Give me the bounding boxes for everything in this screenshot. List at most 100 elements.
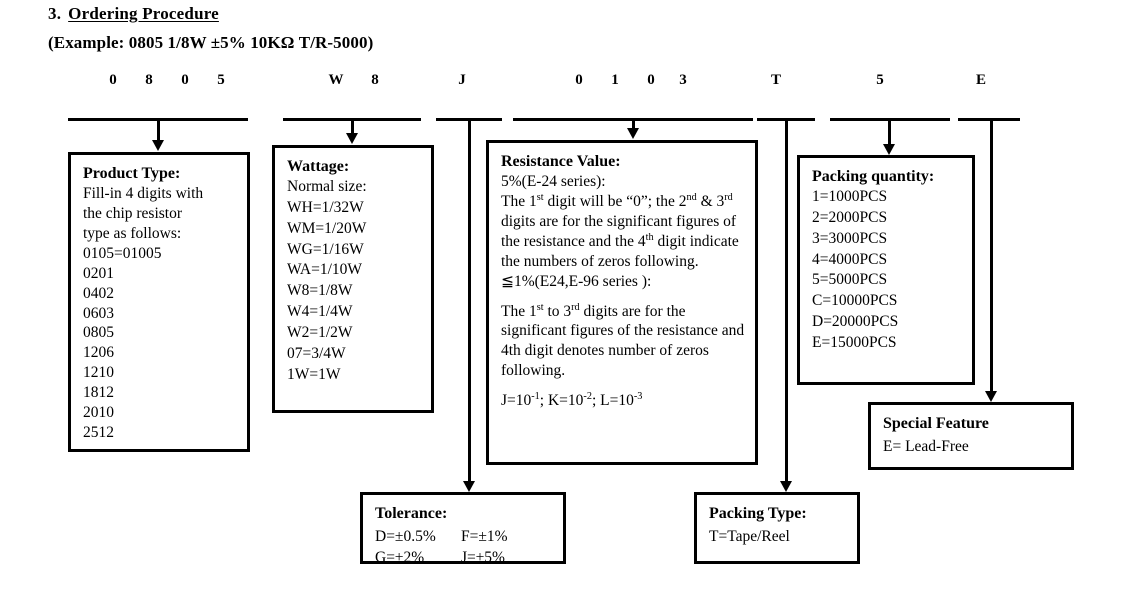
arrow-product-type — [152, 140, 164, 151]
box-resistance-multipliers: J=10-1; K=10-2; L=10-3 — [501, 391, 745, 411]
para-5pct-part4: digits are for the significant figures o… — [501, 212, 737, 250]
box-wattage: Wattage: Normal size: WH=1/32W WM=1/20W … — [272, 145, 434, 413]
box-wattage-line: WM=1/20W — [287, 219, 367, 237]
multiplier-k-sup: -2 — [583, 391, 592, 403]
para-5pct-sup3: rd — [724, 191, 733, 203]
box-resistance-series-5pct: 5%(E-24 series): — [501, 173, 606, 191]
box-product-type-line: 0105=01005 — [83, 244, 162, 262]
para-1pct-part2: to 3 — [543, 302, 572, 320]
box-packing-quantity-line: 2=2000PCS — [812, 208, 888, 226]
box-product-type-line: 2010 — [83, 404, 114, 422]
box-tolerance: Tolerance: D=±0.5%F=±1% G=±2%J=±5% — [360, 492, 566, 566]
box-product-type-line: 2512 — [83, 423, 114, 441]
code-char-2: 8 — [145, 72, 153, 88]
multiplier-j-sup: -1 — [531, 391, 540, 403]
code-char-5: W — [328, 72, 344, 88]
code-char-8: 0 — [575, 72, 583, 88]
code-char-7: J — [458, 72, 466, 88]
page-title: 3. Ordering Procedure — [48, 4, 219, 24]
box-product-type-line: 1812 — [83, 384, 114, 402]
box-tolerance-title: Tolerance: — [375, 505, 448, 522]
multiplier-l: ; L=10 — [591, 392, 634, 410]
box-tolerance-row: G=±2%J=±5% — [375, 547, 553, 568]
multiplier-k: ; K=10 — [539, 392, 584, 410]
code-char-9: 1 — [611, 72, 619, 88]
arrow-packing-type — [780, 481, 792, 492]
box-wattage-line: W2=1/2W — [287, 324, 353, 342]
code-char-1: 0 — [109, 72, 117, 88]
box-resistance-para-5pct: The 1st digit will be “0”; the 2nd & 3rd… — [501, 192, 745, 272]
para-1pct-part3: digits are for the significant figures o… — [501, 302, 745, 380]
example-part-number: (Example: 0805 1/8W ±5% 10KΩ T/R-5000) — [48, 33, 374, 52]
box-packing-quantity: Packing quantity: 1=1000PCS 2=2000PCS 3=… — [797, 155, 975, 385]
box-product-type-line: the chip resistor — [83, 205, 183, 223]
code-char-3: 0 — [181, 72, 189, 88]
box-wattage-line: W4=1/4W — [287, 303, 353, 321]
multiplier-j: J=10 — [501, 392, 532, 410]
para-1pct-sup1: st — [536, 301, 544, 313]
arrow-packing-qty — [883, 144, 895, 155]
box-product-type-line: type as follows: — [83, 224, 182, 242]
box-packing-quantity-line: 3=3000PCS — [812, 229, 888, 247]
box-wattage-title: Wattage: — [287, 158, 350, 175]
spacer — [501, 381, 745, 391]
box-product-type-line: Fill-in 4 digits with — [83, 185, 204, 203]
code-char-12: T — [770, 72, 781, 88]
section-number: 3. — [48, 4, 62, 23]
para-5pct-part3: & 3 — [696, 193, 725, 211]
box-product-type-line: 0201 — [83, 264, 114, 282]
arrow-special-feature — [985, 391, 997, 402]
tolerance-d: D=±0.5% — [375, 528, 436, 546]
box-packing-type-line: T=Tape/Reel — [709, 528, 790, 546]
connector-packing-type — [785, 118, 788, 482]
box-wattage-line: WH=1/32W — [287, 198, 364, 216]
box-wattage-line: WG=1/16W — [287, 240, 364, 258]
box-wattage-line: WA=1/10W — [287, 261, 363, 279]
box-packing-quantity-title: Packing quantity: — [812, 168, 935, 185]
box-product-type: Product Type: Fill-in 4 digits with the … — [68, 152, 250, 452]
box-product-type-title: Product Type: — [83, 165, 181, 182]
connector-packing-qty — [888, 118, 891, 146]
box-packing-quantity-line: 4=4000PCS — [812, 250, 888, 268]
box-packing-quantity-line: 1=1000PCS — [812, 188, 888, 206]
box-wattage-line: 1W=1W — [287, 365, 341, 383]
box-special-feature-line: E= Lead-Free — [883, 438, 969, 456]
para-5pct-part2: digit will be “0”; the 2 — [543, 193, 687, 211]
box-wattage-line: Normal size: — [287, 178, 367, 196]
tolerance-j: J=±5% — [461, 549, 505, 567]
box-product-type-line: 0603 — [83, 304, 114, 322]
box-special-feature: Special Feature E= Lead-Free — [868, 402, 1074, 470]
leader-rule-special-feature — [958, 118, 1020, 121]
box-packing-quantity-line: 5=5000PCS — [812, 271, 888, 289]
box-product-type-line: 1206 — [83, 344, 114, 362]
box-resistance-para-1pct: The 1st to 3rd digits are for the signif… — [501, 302, 745, 382]
connector-special-feature — [990, 118, 993, 392]
code-char-6: 8 — [371, 72, 379, 88]
multiplier-l-sup: -3 — [633, 391, 643, 403]
box-packing-quantity-line: C=10000PCS — [812, 292, 898, 310]
box-resistance-series-1pct: ≦1%(E24,E-96 series ): — [501, 272, 652, 290]
arrow-tolerance — [463, 481, 475, 492]
para-5pct-sup4: th — [645, 231, 654, 243]
para-5pct-sup1: st — [536, 191, 544, 203]
code-char-10: 0 — [647, 72, 655, 88]
section-title: Ordering Procedure — [68, 4, 219, 23]
box-packing-type-title: Packing Type: — [709, 505, 807, 522]
box-resistance-title: Resistance Value: — [501, 153, 621, 170]
code-char-14: E — [975, 72, 986, 88]
box-product-type-line: 1210 — [83, 364, 114, 382]
box-product-type-line: 0805 — [83, 324, 114, 342]
para-5pct-sup2: nd — [686, 191, 697, 203]
box-packing-quantity-line: E=15000PCS — [812, 334, 897, 352]
box-packing-quantity-line: D=20000PCS — [812, 313, 899, 331]
arrow-resistance — [627, 128, 639, 139]
code-char-13: 5 — [876, 72, 884, 88]
code-char-11: 3 — [679, 72, 687, 88]
box-special-feature-title: Special Feature — [883, 415, 989, 432]
para-1pct-sup2: rd — [571, 301, 580, 313]
box-wattage-line: 07=3/4W — [287, 344, 346, 362]
para-5pct-part5: digit indicate the numbers of zeros foll… — [501, 232, 739, 270]
para-1pct-part1: The 1 — [501, 302, 537, 320]
arrow-wattage — [346, 133, 358, 144]
